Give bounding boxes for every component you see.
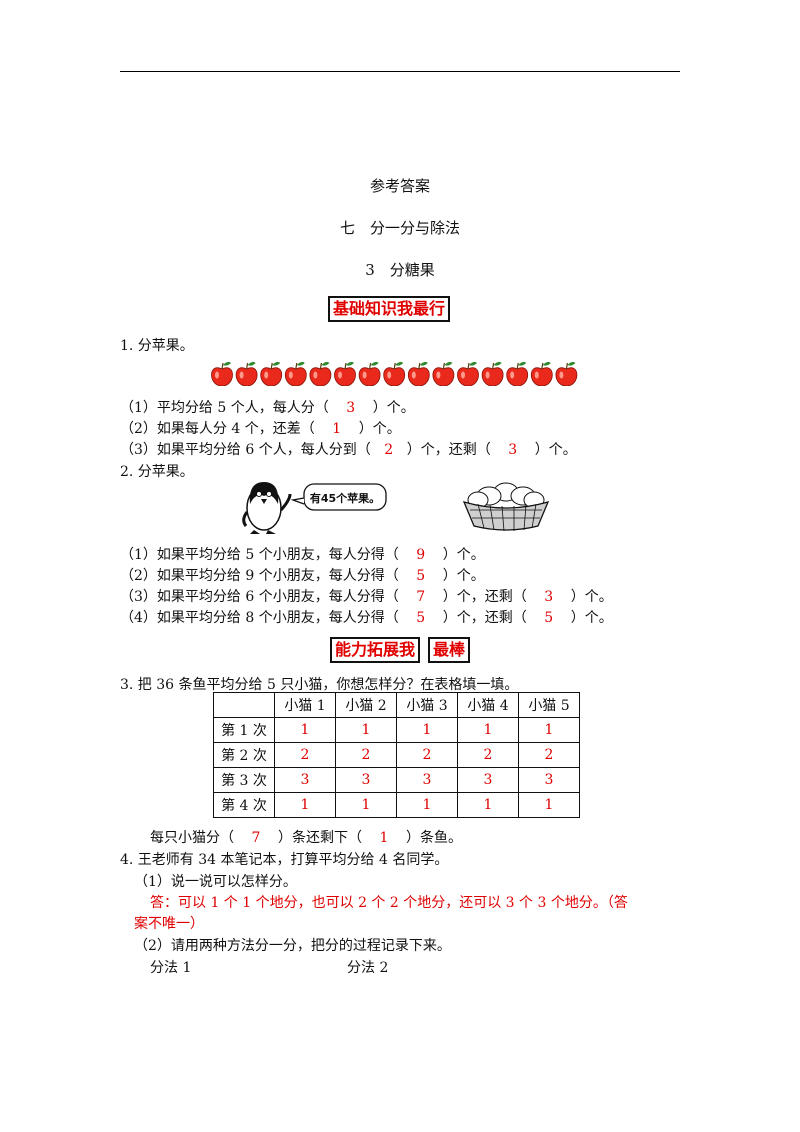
penguin-icon <box>242 482 292 534</box>
apple-icon <box>481 361 504 386</box>
q1-text: 1. 分苹果。 <box>120 338 194 354</box>
section-extend-label-2: 最棒 <box>428 637 471 663</box>
table-header-row: 小猫 1 小猫 2 小猫 3 小猫 4 小猫 5 <box>213 692 580 718</box>
answer-blank: 1 <box>332 421 342 437</box>
apple-icon <box>235 361 258 386</box>
q2-part2: （2）如果平均分给 9 个小朋友，每人分得（5）个。 <box>120 568 485 584</box>
answer-blank: 5 <box>416 610 426 626</box>
answer-blank: 3 <box>508 442 518 458</box>
table-header-cell: 小猫 2 <box>335 692 397 718</box>
q2-text: 2. 分苹果。 <box>120 464 194 480</box>
row-label: 第 4 次 <box>213 792 275 818</box>
apple-icon <box>358 361 381 386</box>
q2-part1: （1）如果平均分给 5 个小朋友，每人分得（9）个。 <box>120 547 485 563</box>
unit-title: 七 分一分与除法 <box>339 219 460 237</box>
apple-icon <box>506 361 529 386</box>
apple-icon <box>260 361 283 386</box>
answer-blank: 3 <box>346 400 356 416</box>
bubble-text: 有45个苹果。 <box>310 491 380 505</box>
q4-answer-line2: 案不唯一） <box>134 916 204 932</box>
method1-label: 分法 1 <box>150 960 192 976</box>
apple-icon <box>407 361 430 386</box>
penguin-and-basket-image: 有45个苹果。 <box>242 482 550 534</box>
lesson-title: 3 分糖果 <box>365 261 435 279</box>
apple-icon <box>334 361 356 386</box>
apple-icon <box>309 361 332 386</box>
section-extend-label-1: 能力拓展我 <box>330 637 421 663</box>
apple-icon <box>432 361 455 386</box>
answer-blank: 7 <box>251 830 261 846</box>
apple-icon <box>457 361 479 386</box>
answer-blank: 9 <box>416 547 426 563</box>
header-rule <box>120 71 680 72</box>
apple-row-image <box>211 361 578 386</box>
row-label: 第 3 次 <box>213 767 275 793</box>
table-header-cell: 小猫 3 <box>396 692 458 718</box>
answer-blank: 5 <box>544 610 554 626</box>
table-header-cell: 小猫 1 <box>274 692 336 718</box>
row-label: 第 1 次 <box>213 717 275 743</box>
q1-part2: （2）如果每人分 4 个，还差（1）个。 <box>120 421 401 437</box>
speech-bubble: 有45个苹果。 <box>290 483 387 511</box>
apple-basket-icon <box>462 482 550 532</box>
answer-blank: 5 <box>416 568 426 584</box>
q2-part3: （3）如果平均分给 6 个小朋友，每人分得（7）个，还剩（3）个。 <box>120 589 613 605</box>
answer-blank: 1 <box>379 830 389 846</box>
section-basic-label: 基础知识我最行 <box>328 296 451 322</box>
q4-text: 4. 王老师有 34 本笔记本，打算平均分给 4 名同学。 <box>120 852 449 868</box>
apple-icon <box>555 361 578 386</box>
row-label: 第 2 次 <box>213 742 275 768</box>
q4-part2: （2）请用两种方法分一分，把分的过程记录下来。 <box>134 938 451 954</box>
q4-part1: （1）说一说可以怎样分。 <box>134 874 297 890</box>
apple-icon <box>383 361 406 386</box>
q3-summary: 每只小猫分（7）条还剩下（1）条鱼。 <box>150 830 462 846</box>
apple-icon <box>211 361 233 386</box>
answer-blank: 3 <box>544 589 554 605</box>
page-title: 参考答案 <box>369 177 430 195</box>
answer-blank: 7 <box>416 589 426 605</box>
q4-answer-line1: 答：可以 1 个 1 个地分，也可以 2 个 2 个地分，还可以 3 个 3 个… <box>150 895 628 911</box>
apple-icon <box>284 361 307 386</box>
table-header-cell: 小猫 5 <box>518 692 580 718</box>
q3-text: 3. 把 36 条鱼平均分给 5 只小猫，你想怎样分？在表格填一填。 <box>120 677 519 693</box>
apple-icon <box>530 361 553 386</box>
q1-part1: （1）平均分给 5 个人，每人分（3）个。 <box>120 400 415 416</box>
method2-label: 分法 2 <box>347 960 389 976</box>
q1-part3: （3）如果平均分给 6 个人，每人分到（2）个，还剩（3）个。 <box>120 442 577 458</box>
q2-part4: （4）如果平均分给 8 个小朋友，每人分得（5）个，还剩（5）个。 <box>120 610 613 626</box>
table-header-cell: 小猫 4 <box>457 692 519 718</box>
answer-blank: 2 <box>384 442 394 458</box>
